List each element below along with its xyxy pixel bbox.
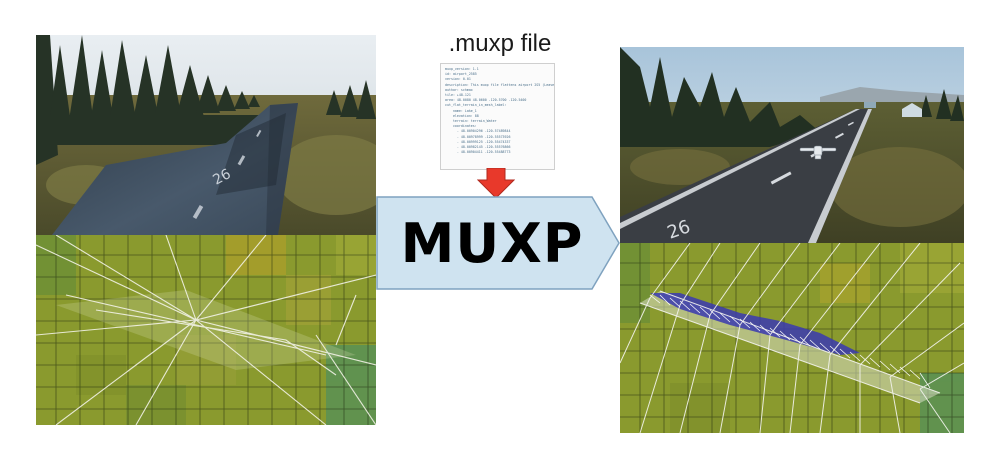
doc-line: cut_flat_terrain_in_mesh_label: (445, 103, 507, 108)
process-label: MUXP (400, 211, 584, 275)
doc-line: coordinates: (445, 124, 477, 129)
scene-before-image: 26 (36, 35, 376, 235)
svg-text:26: 26 (210, 166, 233, 189)
mesh-before-image (36, 235, 376, 425)
muxp-file-document: muxp_version: 1.1 id: airport_2585 versi… (440, 63, 555, 170)
doc-line: version: 0.01 (445, 77, 471, 82)
doc-line: elevation: 88 (445, 113, 479, 118)
doc-line: id: airport_2585 (445, 72, 477, 77)
doc-line: - 48.00999125 -120.55474337 (445, 139, 511, 144)
doc-line: muxp_version: 1.1 (445, 67, 479, 71)
doc-line: description: This muxp file flattens air… (445, 82, 555, 87)
file-title: .muxp file (448, 30, 552, 57)
scene-after-image: 26 (620, 47, 964, 243)
doc-line: - 48.00904411 -120.55488773 (445, 150, 511, 155)
process-arrow-shape (376, 196, 620, 290)
doc-line: name: Lake_1 (445, 108, 477, 113)
doc-line: - 48.00982145 -120.55576866 (445, 145, 511, 150)
doc-line: - 48.00978999 -120.55573926 (445, 134, 511, 139)
down-arrow-icon (477, 168, 515, 198)
doc-line: area: 48.0080 48.0600 -120.5700 -120.540… (445, 98, 527, 103)
doc-line: author: schmax (445, 87, 473, 92)
doc-line: - 48.00904296 -120.57489844 (445, 129, 511, 134)
doc-line: tile: +48-121 (445, 93, 471, 98)
doc-line: terrain: terrain_Water (445, 119, 497, 124)
mesh-after-image (620, 243, 964, 433)
